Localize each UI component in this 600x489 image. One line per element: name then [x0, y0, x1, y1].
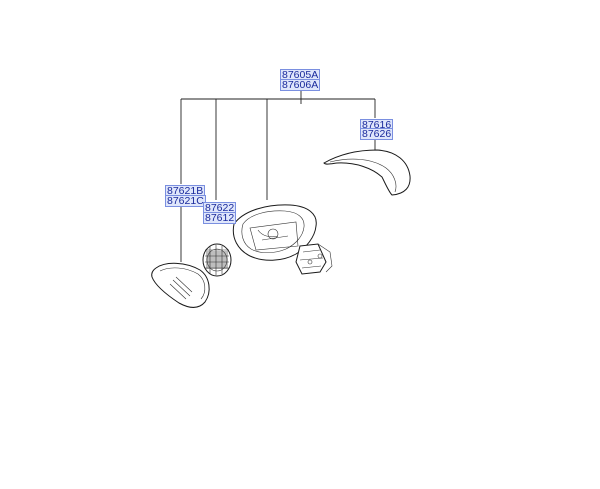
part-number-cover-alt[interactable]: 87626 [360, 128, 394, 140]
part-number-glass-alt[interactable]: 87621C [165, 195, 206, 207]
part-number-housing-alt[interactable]: 87606A [280, 79, 321, 91]
mirror-actuator-part [202, 243, 232, 277]
mirror-glass-part [151, 262, 210, 308]
mirror-housing-part [232, 204, 333, 275]
mirror-cover-part [323, 149, 411, 196]
part-number-actuator-alt[interactable]: 87612 [203, 212, 237, 224]
part-number-glass[interactable]: 87621B [165, 185, 206, 197]
leader-lines [180, 89, 376, 262]
